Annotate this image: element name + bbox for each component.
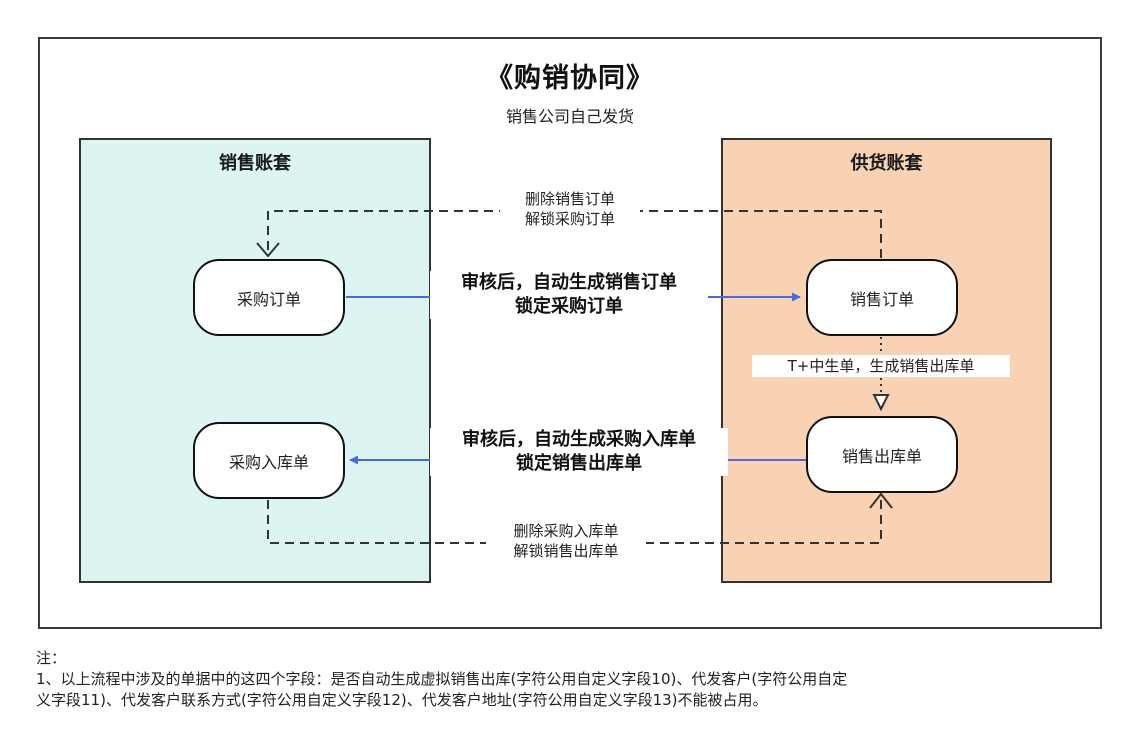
- top-dashed-label-line2: 解锁采购订单: [524, 210, 615, 228]
- node-sales-order: 销售订单: [806, 259, 958, 336]
- po-to-so-label-line1: 审核后，自动生成销售订单: [461, 272, 677, 293]
- supply-account-title: 供货账套: [850, 153, 923, 174]
- footnote: 注： 1、以上流程中涉及的单据中的这四个字段：是否自动生成虚拟销售出库(字符公用…: [36, 648, 1116, 711]
- bottom-dashed-label-line2: 解锁销售出库单: [513, 542, 619, 560]
- top-dashed-label: 删除销售订单 解锁采购订单: [500, 189, 640, 229]
- diagram-frame: [38, 37, 1102, 629]
- footnote-line2: 义字段11)、代发客户联系方式(字符公用自定义字段12)、代发客户地址(字符公用…: [36, 691, 768, 709]
- so-to-sd-label: T+中生单，生成销售出库单: [752, 355, 1010, 377]
- bottom-dashed-label-line1: 删除采购入库单: [513, 522, 619, 540]
- sd-to-pi-label: 审核后，自动生成采购入库单 锁定销售出库单: [430, 428, 728, 476]
- footnote-heading: 注：: [36, 649, 67, 667]
- sd-to-pi-label-line2: 锁定销售出库单: [516, 453, 642, 474]
- bottom-dashed-arrowhead: [869, 492, 893, 509]
- node-purchase-order: 采购订单: [193, 259, 345, 336]
- diagram-title: 《购销协同》: [486, 63, 654, 94]
- footnote-line1: 1、以上流程中涉及的单据中的这四个字段：是否自动生成虚拟销售出库(字符公用自定义…: [36, 670, 848, 688]
- sales-account-panel: [79, 138, 431, 583]
- top-dashed-label-line1: 删除销售订单: [524, 190, 615, 208]
- node-purchase-inbound: 采购入库单: [193, 422, 345, 499]
- sales-account-title: 销售账套: [219, 153, 291, 174]
- po-to-so-label-line2: 锁定采购订单: [515, 296, 623, 317]
- top-dashed-arrowhead: [256, 242, 280, 258]
- po-to-so-label: 审核后，自动生成销售订单 锁定采购订单: [430, 271, 708, 319]
- diagram-subtitle: 销售公司自己发货: [505, 107, 634, 126]
- bottom-dashed-label: 删除采购入库单 解锁销售出库单: [486, 521, 646, 561]
- sd-to-pi-label-line1: 审核后，自动生成采购入库单: [462, 429, 696, 450]
- so-to-sd-arrowhead: [872, 394, 890, 412]
- node-sales-delivery: 销售出库单: [806, 416, 958, 493]
